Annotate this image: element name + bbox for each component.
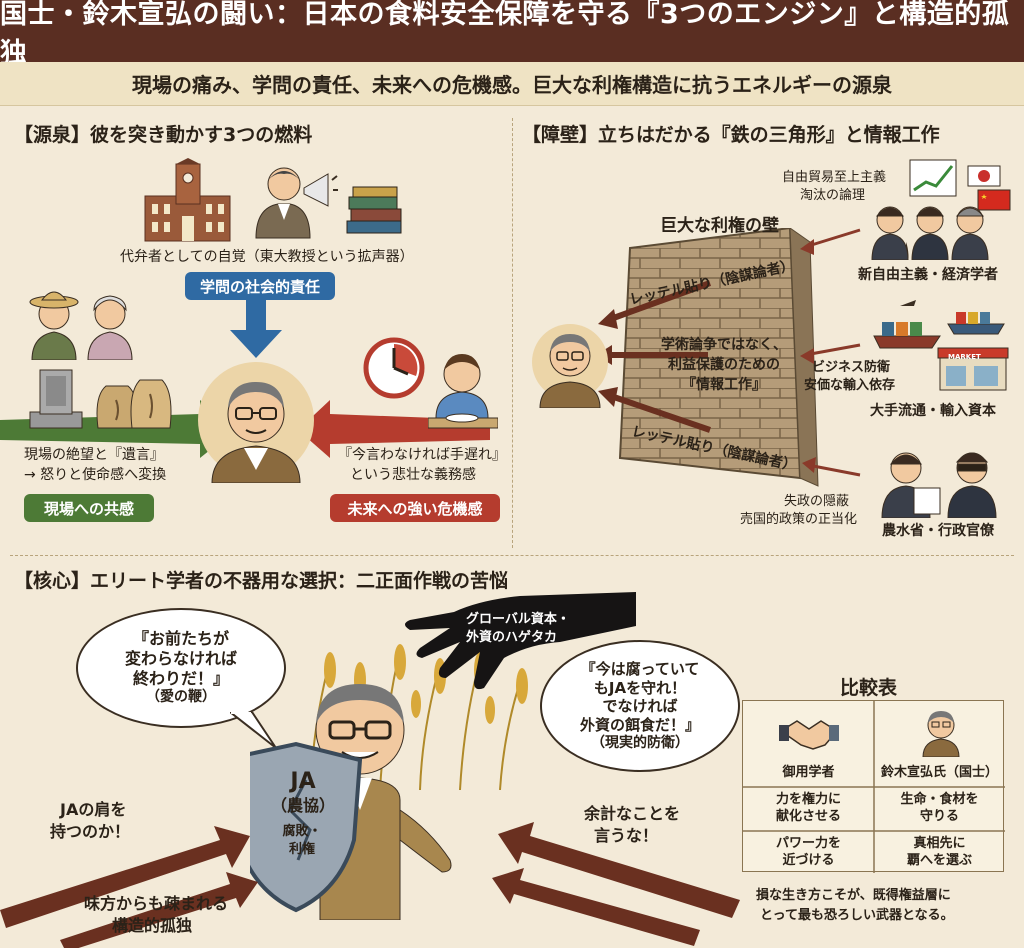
bubble-right-line-4: 外資の餌食だ！』 xyxy=(579,716,700,734)
speech-bubble-right: 『今は腐っていて もJAを守れ！ でなければ 外資の餌食だ！』 （現実的防衛） xyxy=(540,640,740,772)
bubble-right-line-1: 『今は腐っていて xyxy=(580,659,700,678)
professor-megaphone-icon xyxy=(255,167,338,239)
source-top-label: 代弁者としての自覚（東大教授という拡声器） xyxy=(120,249,414,265)
core-section-title: 【核心】エリート学者の不器用な選択：二正面作戦の苦悩 xyxy=(14,570,509,592)
economists-people-icon xyxy=(871,206,989,260)
bubble-right-line-5: （現実的防衛） xyxy=(590,734,689,751)
speech-bubble-left: 『お前たちが 変わらなければ 終わりだ！』 （愛の鞭） xyxy=(76,608,286,728)
handshake-icon xyxy=(779,720,839,750)
shield-note-1: 腐敗・ xyxy=(282,824,322,839)
shield-title: JA xyxy=(290,769,316,794)
section-divider-vertical xyxy=(512,118,513,548)
source-left-label-1: 現場の絶望と『遺言』 xyxy=(24,447,164,463)
attack-left-1: JAの肩を xyxy=(60,800,127,819)
table-title: 比較表 xyxy=(840,677,898,699)
attack-arrows xyxy=(0,822,740,948)
hand-label-1: グローバル資本・ xyxy=(466,612,570,627)
section-divider-horizontal xyxy=(10,555,1014,556)
source-left-label-2: → 怒りと使命感へ変換 xyxy=(24,467,167,483)
actor-3-note-1: 失政の隠蔽 xyxy=(784,494,850,509)
bubble-left-line-2: 変わらなければ xyxy=(124,649,237,669)
source-arrows xyxy=(0,300,490,458)
info-ops-line-1: 学術論争ではなく、 xyxy=(661,337,787,353)
barrier-arrows xyxy=(596,228,861,477)
table-footer-2: とって最も恐ろしい武器となる。 xyxy=(760,908,954,923)
suzuki-portrait-icon xyxy=(198,362,314,483)
actor-1-note-1: 自由貿易至上主義 xyxy=(782,170,887,185)
bubble-left-line-3: 終わりだ！』 xyxy=(132,669,229,689)
info-ops-line-2: 利益保護のための xyxy=(668,357,780,373)
info-ops-line-3: 『情報工作』 xyxy=(682,377,766,393)
grave-rice-sacks-icon xyxy=(29,369,172,429)
table-r1c2: 生命・食材を守りる xyxy=(900,792,979,824)
table-r1c1: 力を権力に献化させる xyxy=(775,792,841,824)
shield-subtitle: （農協） xyxy=(270,796,335,815)
university-icon xyxy=(144,158,231,242)
farmers-icon xyxy=(29,291,133,360)
vulture-hand-icon xyxy=(405,592,636,690)
actor-2-name: 大手流通・輸入資本 xyxy=(870,403,996,419)
table-r2c2: 真相先に覇へを選ぶ xyxy=(906,836,972,868)
suzuki-with-shield-icon xyxy=(250,684,452,920)
table-footer-1: 損な生き方こそが、既得権益層に xyxy=(756,888,951,903)
attack-right-1: 余計なことを xyxy=(584,804,681,823)
table-col-2-header: 鈴木宣弘氏（国士） xyxy=(880,764,998,780)
clock-icon xyxy=(363,337,425,399)
source-section-title: 【源泉】彼を突き動かす3つの燃料 xyxy=(14,124,313,146)
suzuki-small-portrait-icon xyxy=(532,324,608,408)
shield-note-2: 利権 xyxy=(288,842,315,857)
hand-label-2: 外資のハゲタカ xyxy=(466,630,558,645)
crisis-pill: 未来への強い危機感 xyxy=(330,494,500,522)
books-icon xyxy=(346,186,402,234)
page-title: 国士・鈴木宣弘の闘い：日本の食料安全保障を守る『3つのエンジン』と構造的孤独 xyxy=(0,0,1024,69)
child-icon xyxy=(428,354,498,429)
wall-label: 巨大な利権の壁 xyxy=(660,216,779,236)
table-col-1-header: 御用学者 xyxy=(782,764,835,780)
page-subtitle: 現場の痛み、学問の責任、未来への危機感。巨大な利権構造に抗うエネルギーの源泉 xyxy=(0,62,1024,106)
actor-2-note-2: 安価な輸入依存 xyxy=(804,378,896,393)
table-r2c1: パワー力を近づける xyxy=(775,836,841,868)
economists-icon xyxy=(906,159,1011,258)
attack-left-2: 持つのか！ xyxy=(50,822,131,841)
isolation-line-2: 構造的孤独 xyxy=(112,916,193,935)
source-right-label-2: という悲壮な義務感 xyxy=(350,467,476,483)
actor-2-note-1: ビジネス防衛 xyxy=(812,360,891,375)
barrier-section-title: 【障壁】立ちはだかる『鉄の三角形』と情報工作 xyxy=(522,124,940,146)
source-right-label-1: 『今言わなければ手遅れ』 xyxy=(338,447,506,463)
bureaucrats-icon xyxy=(881,452,997,518)
empathy-pill: 現場への共感 xyxy=(24,494,154,522)
isolation-line-1: 味方からも疎まれる xyxy=(84,894,229,913)
actor-3-note-2: 売国的政策の正当化 xyxy=(740,512,858,527)
suzuki-table-icon xyxy=(922,711,960,757)
actor-1-note-2: 淘汰の論理 xyxy=(800,188,866,203)
actor-1-name: 新自由主義・経済学者 xyxy=(858,267,998,283)
actor-3-name: 農水省・行政官僚 xyxy=(882,523,994,539)
bubble-right-line-3: でなければ xyxy=(602,697,678,716)
bubble-left-tail xyxy=(230,712,277,749)
attack-right-2: 言うな！ xyxy=(594,826,659,845)
bubble-left-line-4: （愛の鞭） xyxy=(145,689,216,706)
table-grid xyxy=(743,701,1005,873)
bubble-left-line-1: 『お前たちが xyxy=(132,629,229,649)
social-responsibility-pill: 学問の社会的責任 xyxy=(185,272,335,300)
comparison-table: 御用学者 鈴木宣弘氏（国士） 力を権力に献化させる 生命・食材を守りる パワー力… xyxy=(742,700,1005,873)
ships-market-icon xyxy=(873,300,1009,391)
bubble-right-line-2: もJAを守れ！ xyxy=(593,678,687,697)
store-sign: MARKET xyxy=(948,353,981,361)
